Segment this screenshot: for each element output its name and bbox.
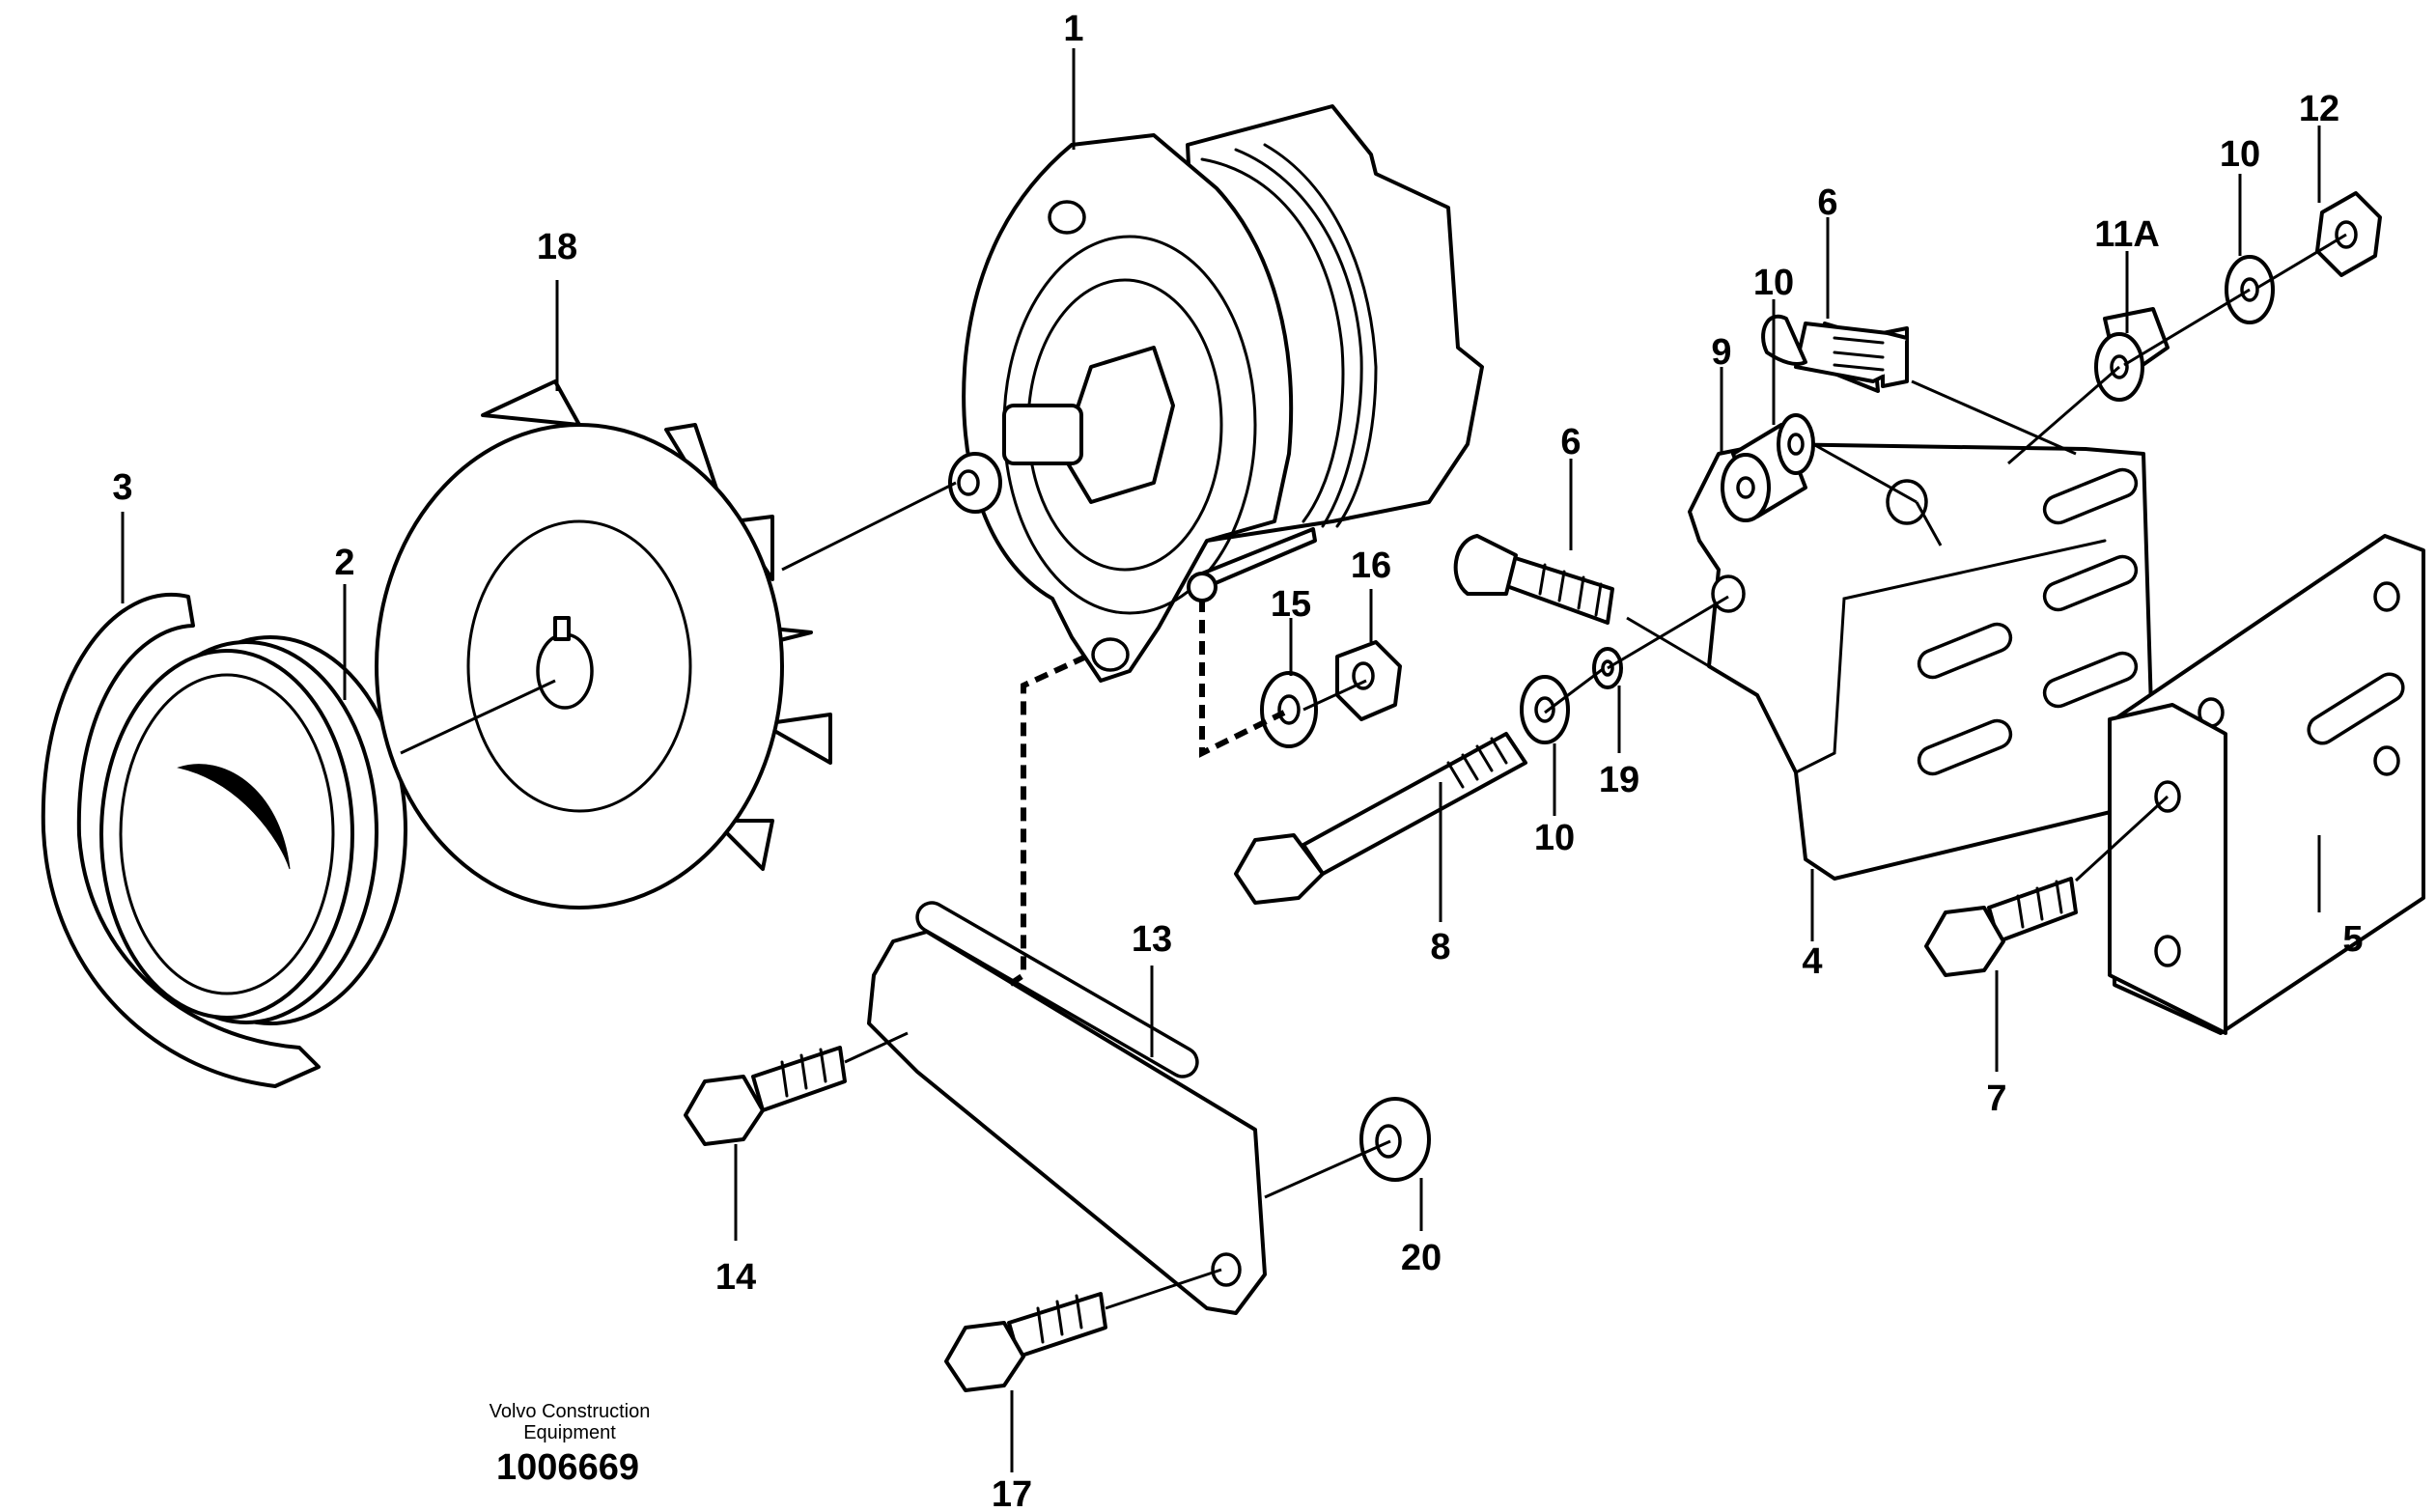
callout-8: 8 bbox=[1430, 927, 1450, 967]
part-10-washer-upper bbox=[1777, 413, 1815, 475]
callout-7: 7 bbox=[1986, 1078, 2006, 1119]
callout-3: 3 bbox=[112, 467, 132, 508]
callout-6-middle: 6 bbox=[1560, 422, 1581, 462]
part-15-washer bbox=[1260, 671, 1318, 748]
part-3-drive-belt bbox=[41, 593, 321, 1088]
assembly-lines bbox=[400, 233, 2347, 1310]
callout-12: 12 bbox=[2299, 89, 2339, 129]
callout-9: 9 bbox=[1711, 332, 1731, 373]
part-16-nut bbox=[1335, 640, 1402, 721]
callout-4: 4 bbox=[1802, 941, 1822, 982]
part-4-bracket bbox=[1688, 442, 2155, 881]
callout-labels: 1 18 3 2 6 6 9 10 11A 10 12 15 16 19 10 … bbox=[112, 9, 2363, 1512]
callout-18: 18 bbox=[537, 227, 577, 267]
part-7-bolt bbox=[1924, 877, 2078, 977]
part-6-bolt-upper bbox=[1761, 314, 1909, 393]
part-18-fan bbox=[375, 379, 832, 910]
part-1-alternator bbox=[948, 104, 1484, 683]
callout-1: 1 bbox=[1063, 9, 1083, 49]
callout-11a: 11A bbox=[2094, 214, 2160, 255]
callout-20: 20 bbox=[1401, 1238, 1442, 1278]
callout-17: 17 bbox=[992, 1474, 1032, 1512]
callout-2: 2 bbox=[334, 543, 354, 583]
part-13-tension-arm bbox=[867, 901, 1267, 1315]
figure-number: 1006669 bbox=[496, 1447, 639, 1488]
part-6-bolt-middle bbox=[1453, 534, 1614, 625]
callout-5: 5 bbox=[2342, 919, 2363, 960]
callout-10-middle: 10 bbox=[1534, 818, 1575, 858]
company-name-line1: Volvo Construction bbox=[490, 1401, 651, 1422]
callout-6-upper: 6 bbox=[1817, 182, 1837, 223]
part-20-spacer bbox=[1359, 1097, 1431, 1182]
part-5-plate bbox=[2108, 534, 2425, 1035]
part-11a-spacer bbox=[2094, 307, 2170, 402]
footer: Volvo Construction Equipment 1006669 bbox=[490, 1401, 651, 1488]
company-name-line2: Equipment bbox=[523, 1422, 616, 1443]
callout-19: 19 bbox=[1599, 760, 1639, 800]
callout-13: 13 bbox=[1132, 919, 1172, 960]
callout-10-upper: 10 bbox=[1753, 263, 1794, 303]
leader-lines bbox=[121, 48, 2321, 1472]
part-17-bolt bbox=[944, 1292, 1107, 1392]
part-12-nut bbox=[2315, 191, 2382, 277]
part-14-bolt bbox=[684, 1046, 847, 1146]
callout-15: 15 bbox=[1271, 584, 1311, 625]
part-8-long-bolt bbox=[1234, 732, 1527, 905]
part-10-washer-middle bbox=[1520, 675, 1570, 744]
part-2-pulley bbox=[99, 635, 407, 1025]
callout-10-right: 10 bbox=[2220, 134, 2260, 175]
callout-16: 16 bbox=[1351, 546, 1391, 586]
callout-14: 14 bbox=[715, 1257, 756, 1298]
